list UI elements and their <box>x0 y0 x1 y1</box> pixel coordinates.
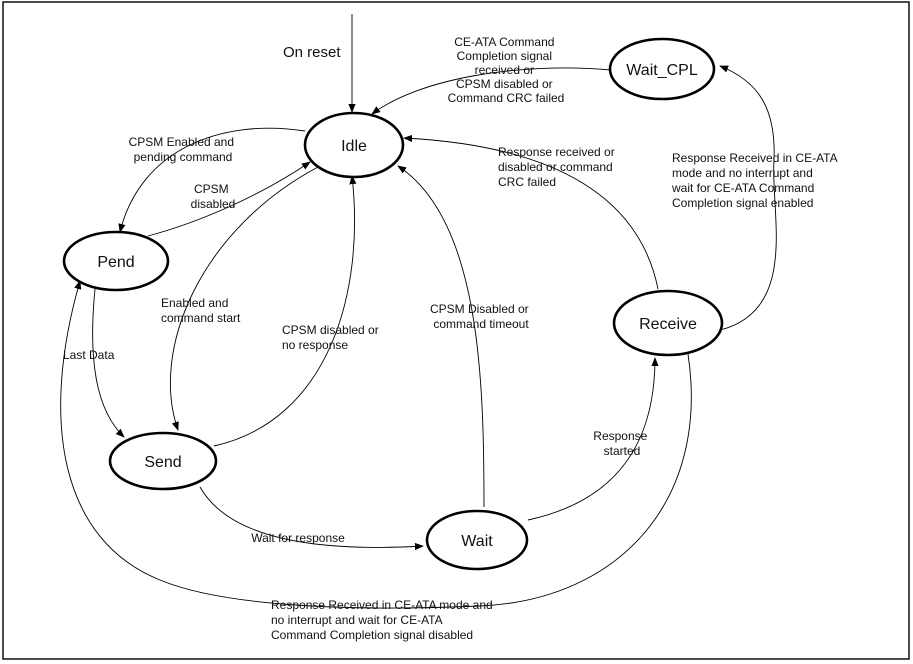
label-receive-to-pend: Response Received in CE-ATA mode and no … <box>271 598 496 642</box>
state-wait-cpl-label: Wait_CPL <box>626 62 698 79</box>
state-pend-label: Pend <box>97 254 134 271</box>
state-wait: Wait <box>425 509 529 571</box>
on-reset-label: On reset <box>283 44 341 61</box>
state-receive-label: Receive <box>639 316 697 333</box>
edge-send-to-idle <box>213 175 357 447</box>
state-send-label: Send <box>144 454 181 471</box>
edge-receive-to-waitcpl <box>719 65 777 331</box>
label-idle-to-pend: CPSM Enabled and pending command <box>129 135 238 164</box>
edge-idle-to-send <box>170 166 319 431</box>
label-receive-to-idle: Response received or disabled or command… <box>498 145 618 189</box>
edge-wait-to-receive <box>527 357 659 521</box>
state-send: Send <box>108 431 218 491</box>
label-send-to-idle: CPSM disabled or no response <box>282 323 382 352</box>
edge-receive-to-idle <box>403 134 659 290</box>
label-pend-to-send: Last Data <box>63 348 115 362</box>
label-receive-to-waitcpl: Response Received in CE-ATA mode and no … <box>671 151 840 210</box>
state-pend: Pend <box>62 230 170 292</box>
state-wait-label: Wait <box>461 533 493 550</box>
edge-idle-to-pend <box>118 127 306 233</box>
label-send-to-wait: Wait for response <box>251 531 345 545</box>
state-idle-label: Idle <box>341 138 367 155</box>
edge-waitcpl-to-idle <box>371 67 612 115</box>
edge-pend-to-send <box>92 288 125 438</box>
label-pend-to-idle: CPSM disabled <box>191 182 236 211</box>
label-waitcpl-to-idle: CE-ATA Command Completion signal receive… <box>448 35 565 105</box>
label-idle-to-send: Enabled and command start <box>161 296 241 325</box>
edge-send-to-wait <box>199 486 424 551</box>
edge-pend-to-idle <box>147 161 311 237</box>
state-idle: Idle <box>303 111 405 179</box>
edge-receive-to-pend <box>60 280 692 609</box>
state-wait-cpl: Wait_CPL <box>608 37 716 101</box>
label-wait-to-receive: Response started <box>593 429 650 458</box>
edge-wait-to-idle <box>397 165 485 508</box>
state-receive: Receive <box>612 289 724 357</box>
label-wait-to-idle: CPSM Disabled or command timeout <box>430 302 532 331</box>
